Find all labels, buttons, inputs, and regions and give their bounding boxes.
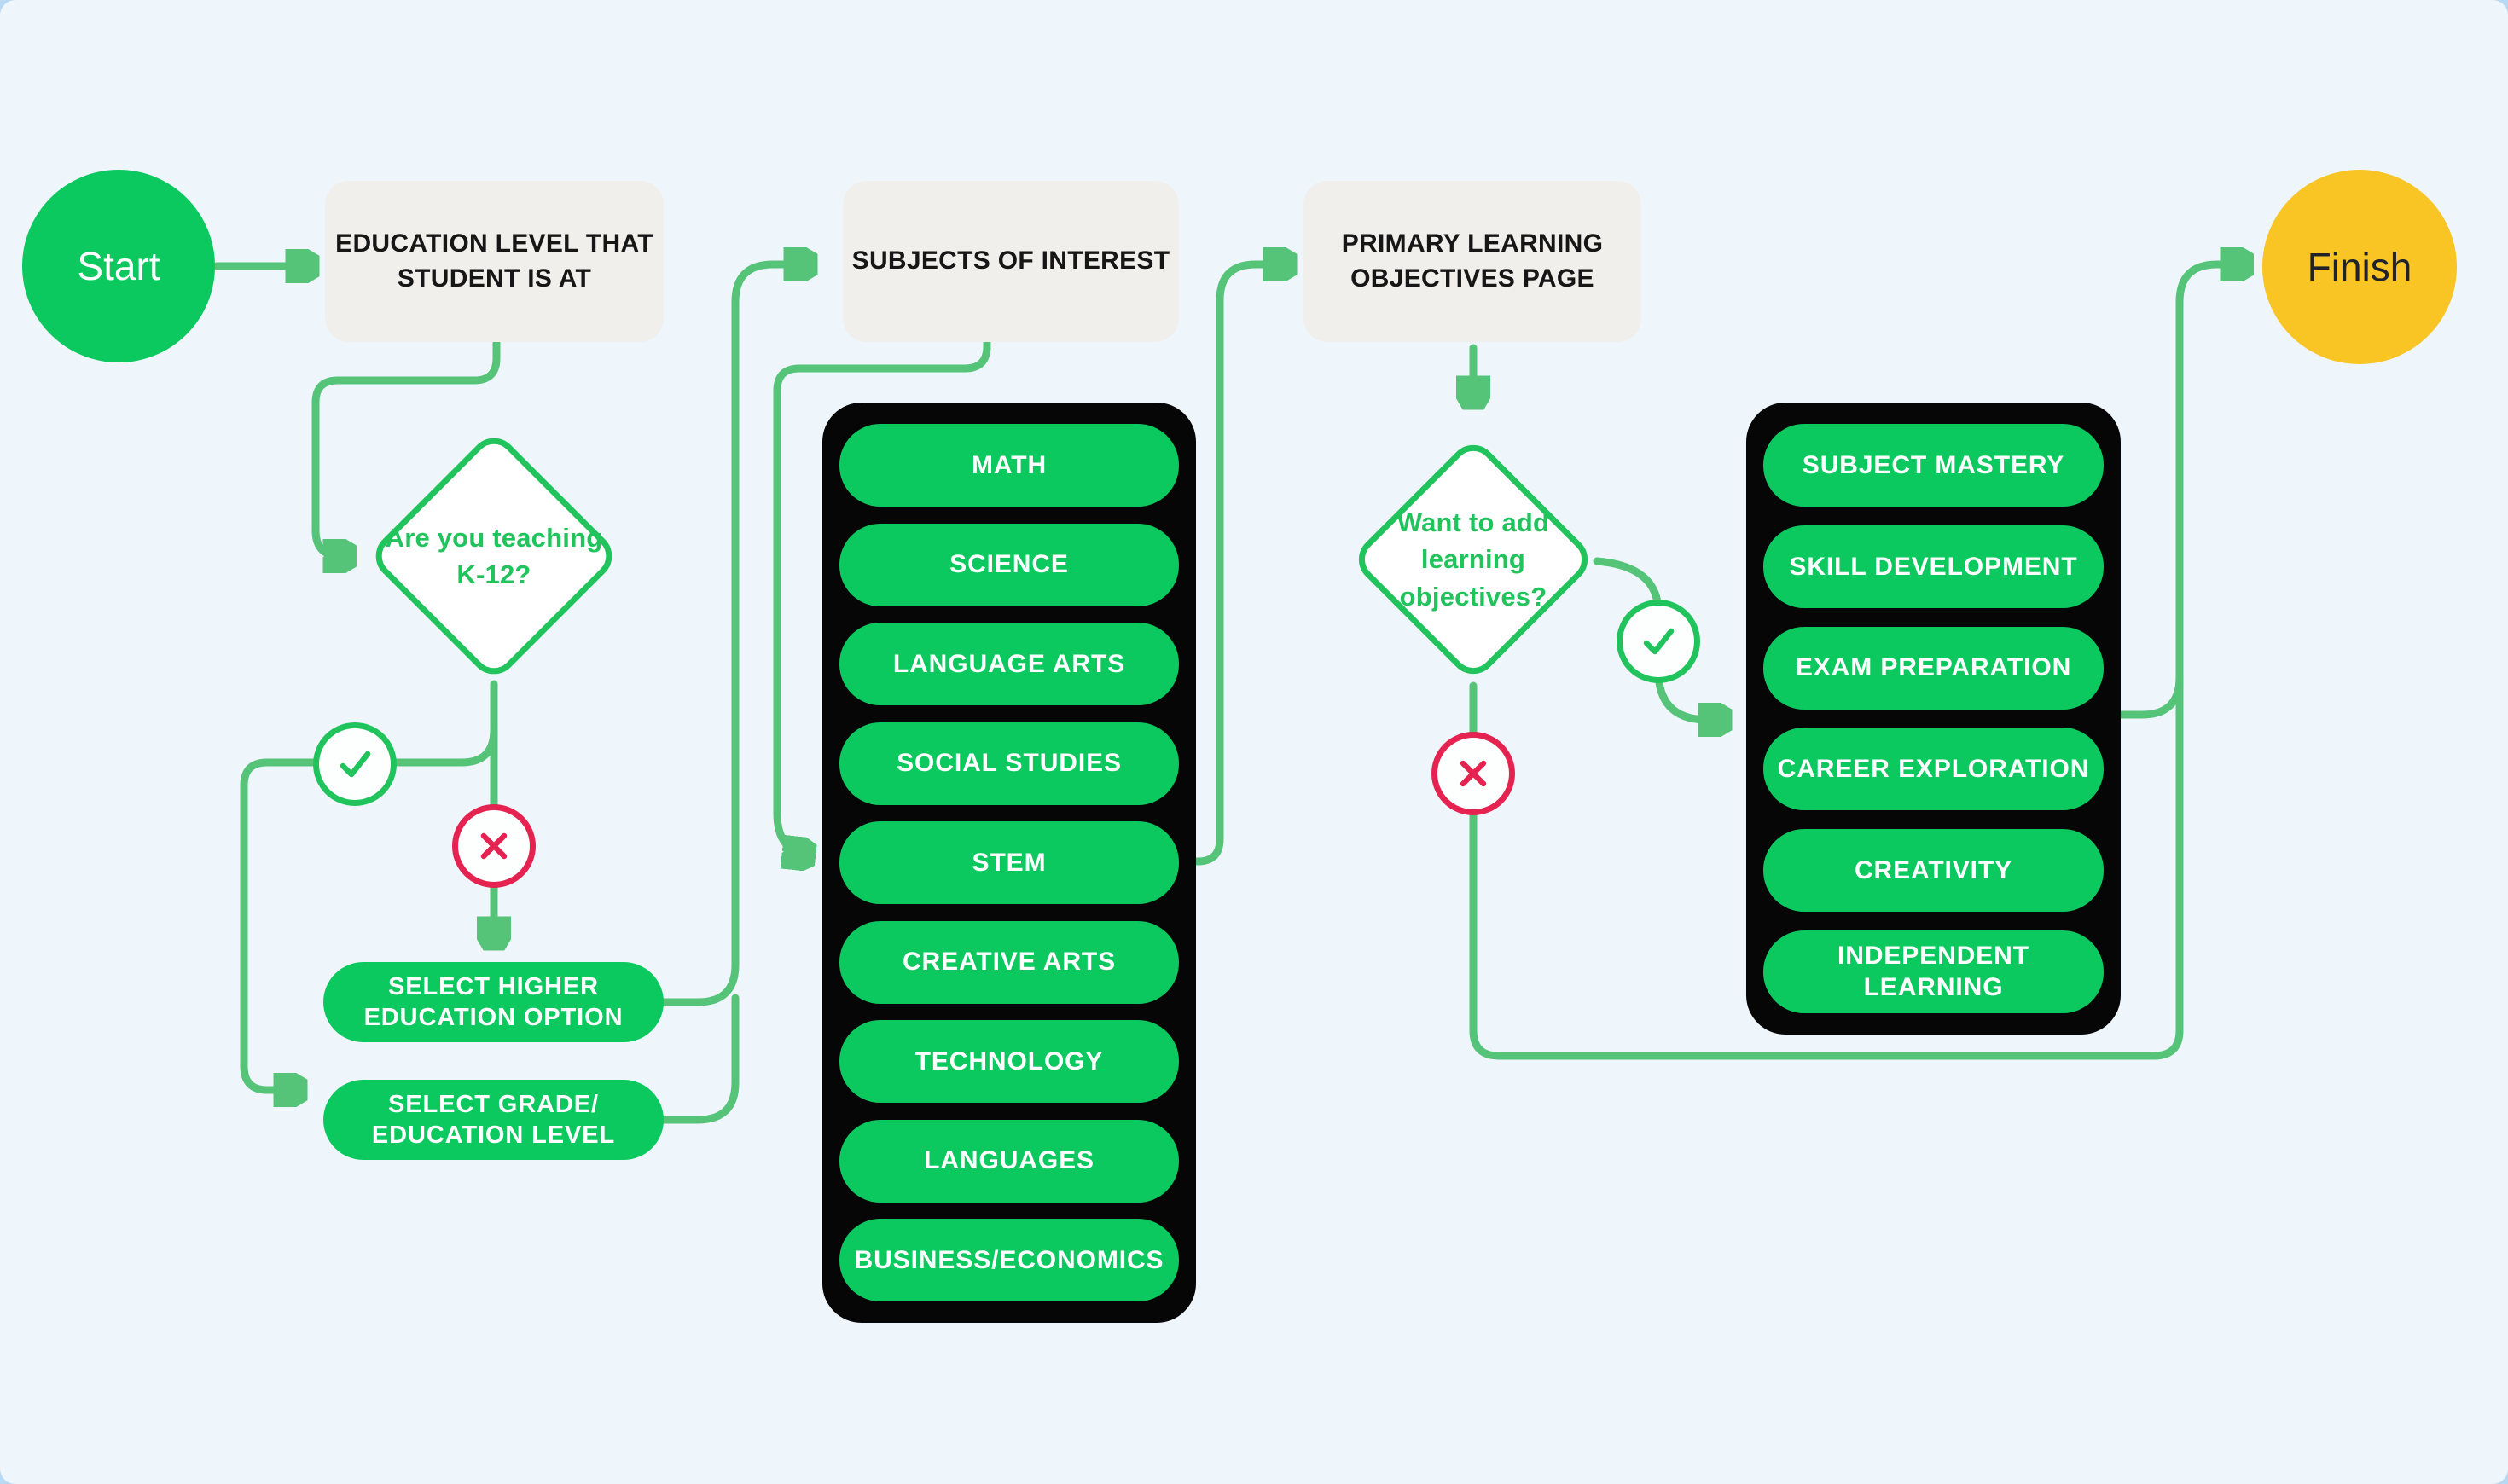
subject-pill: SCIENCE: [839, 523, 1179, 606]
finish-node: Finish: [2262, 170, 2457, 364]
objectives-container: SUBJECT MASTERY SKILL DEVELOPMENT EXAM PRE…: [1746, 403, 2121, 1035]
objective-pill: CREATIVITY: [1763, 829, 2104, 913]
subject-pill: BUSINESS/ECONOMICS: [839, 1219, 1179, 1301]
learning-objectives-box: PRIMARY LEARNING OBJECTIVES PAGE: [1303, 181, 1641, 342]
no-badge-k12: [452, 804, 536, 888]
subject-pill: STEM: [839, 821, 1179, 904]
start-node: Start: [22, 170, 215, 362]
connector-grade-join: [659, 994, 740, 1124]
x-icon: [1460, 760, 1487, 787]
subject-pill: MATH: [839, 424, 1179, 507]
subject-pill: LANGUAGE ARTS: [839, 623, 1179, 705]
subject-pill: TECHNOLOGY: [839, 1020, 1179, 1103]
x-icon: [480, 832, 508, 860]
yes-badge-k12: [313, 722, 397, 806]
objective-pill: SUBJECT MASTERY: [1763, 424, 2104, 507]
check-icon: [1643, 628, 1675, 655]
select-higher-education-pill: SELECT HIGHER EDUCATION OPTION: [323, 962, 664, 1042]
no-badge-objectives: [1431, 732, 1515, 815]
yes-badge-objectives: [1617, 600, 1700, 683]
select-grade-level-pill: SELECT GRADE/ EDUCATION LEVEL: [323, 1080, 664, 1160]
objective-pill: EXAM PREPARATION: [1763, 626, 2104, 710]
objective-pill: CAREER EXPLORATION: [1763, 728, 2104, 811]
check-icon: [340, 751, 371, 778]
subject-pill: CREATIVE ARTS: [839, 920, 1179, 1004]
k12-decision-label: Are you teaching K-12?: [385, 522, 603, 589]
subjects-container: MATH SCIENCE LANGUAGE ARTS SOCIAL STUDIES ST…: [822, 403, 1196, 1323]
objective-pill: SKILL DEVELOPMENT: [1763, 525, 2104, 608]
subject-pill: SOCIAL STUDIES: [839, 722, 1179, 805]
subject-pill: LANGUAGES: [839, 1119, 1179, 1203]
objectives-decision-label: Want to add learning objectives?: [1396, 507, 1550, 612]
connector-container2-join: [2116, 593, 2184, 719]
connector-higher-to-subjects: [659, 264, 810, 1006]
objective-pill: INDEPENDENT LEARNING: [1763, 930, 2104, 1013]
subjects-of-interest-box: SUBJECTS OF INTEREST: [843, 181, 1179, 342]
education-level-box: EDUCATION LEVEL THAT STUDENT IS AT: [325, 181, 664, 342]
connector-container1-to-objectives-page: [1192, 264, 1290, 866]
